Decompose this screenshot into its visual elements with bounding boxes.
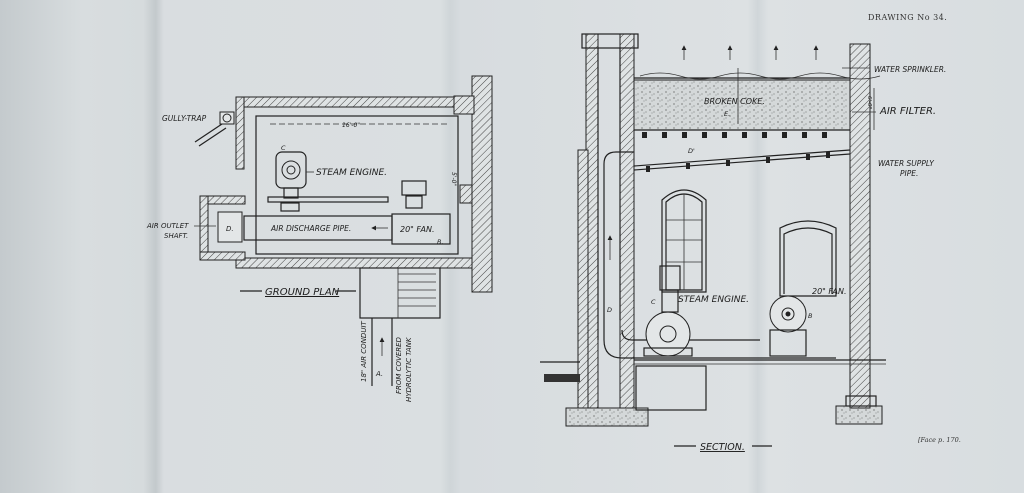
plan-dimension: 16'-0" [342, 122, 360, 129]
section-c-marker: C [651, 298, 656, 306]
section-b-marker: B [808, 312, 813, 320]
gully-trap-label: GULLY-TRAP [162, 114, 207, 123]
plan-steam-engine-label: STEAM ENGINE. [316, 168, 387, 178]
air-conduit-label: 18" AIR CONDUIT [360, 320, 368, 382]
section-steam-engine-label: STEAM ENGINE. [678, 295, 749, 305]
lower-grid-bars [646, 152, 830, 172]
air-outlet-label: AIR OUTLET [146, 222, 189, 230]
water-sprinkler-label: WATER SPRINKLER. [874, 65, 946, 74]
d-marker: D [607, 306, 612, 314]
section-title: SECTION. [700, 442, 745, 453]
section-fan [769, 295, 807, 357]
section-view: BROKEN COKE. E. D' WATER SPRINKLER. 6'-0… [540, 33, 946, 453]
outlet-marker: D. [226, 225, 234, 233]
tank-steps [397, 268, 436, 318]
grid-bars [642, 132, 827, 138]
shaft-label: SHAFT. [164, 232, 188, 240]
hydrolytic-tank-label: HYDROLYTIC TANK [405, 336, 413, 402]
filter-dim-label: 6'-0" [866, 96, 872, 109]
plan-side-dimension: 5'-0" [450, 172, 457, 186]
ground-plan-title: GROUND PLAN [265, 287, 340, 298]
pipe-label: PIPE. [900, 169, 918, 178]
air-filter-label: AIR FILTER. [879, 106, 936, 117]
conduit-marker: A. [375, 370, 383, 378]
plan-fan-marker: B. [437, 238, 444, 246]
water-supply-label: WATER SUPPLY [878, 159, 935, 168]
from-covered-label: FROM COVERED [395, 336, 403, 394]
plan-engine-marker: C [281, 144, 286, 152]
plate-reference: [Face p. 170. [918, 436, 961, 444]
drawing-number: DRAWING No 34. [868, 13, 947, 22]
discharge-pipe-label: AIR DISCHARGE PIPE. [270, 224, 351, 233]
plan-fan-label: 20" FAN. [400, 225, 435, 234]
d-prime-marker: D' [688, 147, 695, 155]
broken-coke-label: BROKEN COKE. [704, 97, 765, 106]
section-steam-engine [643, 265, 693, 357]
coke-marker: E. [724, 110, 730, 118]
ground-plan: 16'-0" 5'-0" GULLY-TRAP C STEAM ENGINE. … [146, 75, 493, 402]
section-fan-label: 20" FAN. [812, 287, 847, 296]
arched-window [661, 189, 707, 293]
